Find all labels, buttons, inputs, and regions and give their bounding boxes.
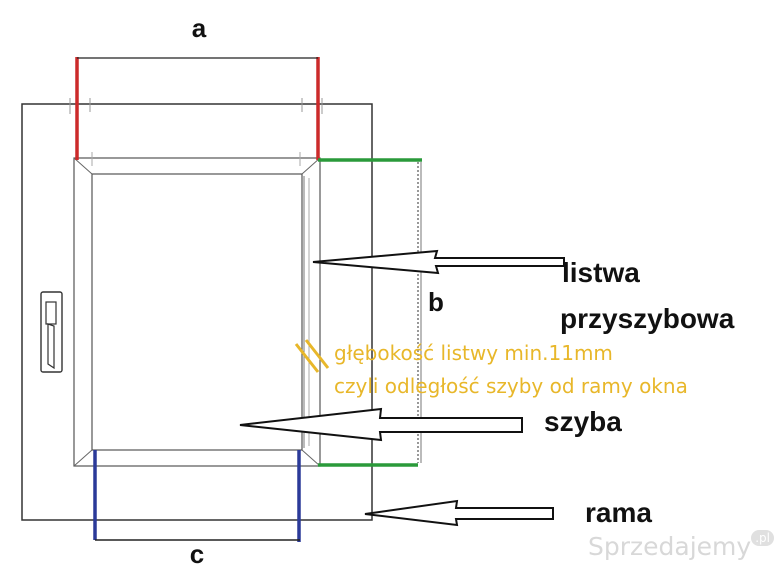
corner-miter-bl <box>73 449 93 467</box>
label-rama: rama <box>585 497 652 528</box>
watermark-badge: .pl <box>751 530 774 546</box>
label-b: b <box>428 287 444 317</box>
arrow-rama <box>364 499 554 527</box>
label-c: c <box>190 539 204 569</box>
label-a: a <box>192 13 207 43</box>
label-listwa-line2: przyszybowa <box>560 303 735 334</box>
dimension-b <box>318 158 422 467</box>
dimension-c <box>93 450 301 542</box>
note-depth-line2: czyli odległość szyby od ramy okna <box>334 374 688 398</box>
note-depth-line1: głębokość listwy min.11mm <box>334 341 613 365</box>
label-listwa-line1: listwa <box>562 257 640 288</box>
corner-miter-tl <box>73 157 93 175</box>
bead-depth-mark <box>294 343 320 373</box>
arrow-szyba <box>239 407 523 442</box>
window-handle-icon <box>40 291 63 373</box>
watermark-logo: Sprzedajemy.pl <box>588 530 774 561</box>
watermark-text: Sprzedajemy <box>588 532 752 561</box>
label-szyba: szyba <box>544 406 622 437</box>
corner-miter-br <box>301 449 321 467</box>
glass-pane <box>91 173 303 451</box>
arrow-listwa <box>312 249 565 275</box>
corner-miter-tr <box>301 157 321 175</box>
bead-depth-mark <box>304 339 330 369</box>
dimension-a <box>75 57 320 160</box>
